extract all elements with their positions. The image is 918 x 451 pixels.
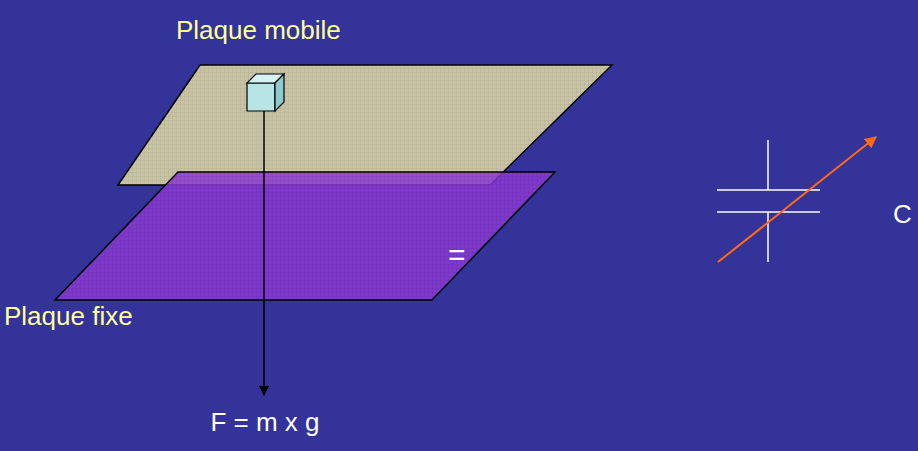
mobile-plate	[118, 65, 612, 185]
force-arrow	[263, 108, 265, 395]
force-formula: F = m x g	[210, 408, 319, 437]
fixed-plate	[55, 172, 555, 300]
plate-label: Plaque fixe	[4, 302, 133, 331]
capacitance-label: C	[893, 200, 912, 229]
mass-cube	[247, 74, 284, 111]
variable-arrow	[718, 137, 876, 262]
equals-sign: =	[448, 238, 466, 271]
plate-label: Plaque mobile	[176, 16, 341, 45]
variable-capacitor-symbol	[717, 140, 820, 262]
